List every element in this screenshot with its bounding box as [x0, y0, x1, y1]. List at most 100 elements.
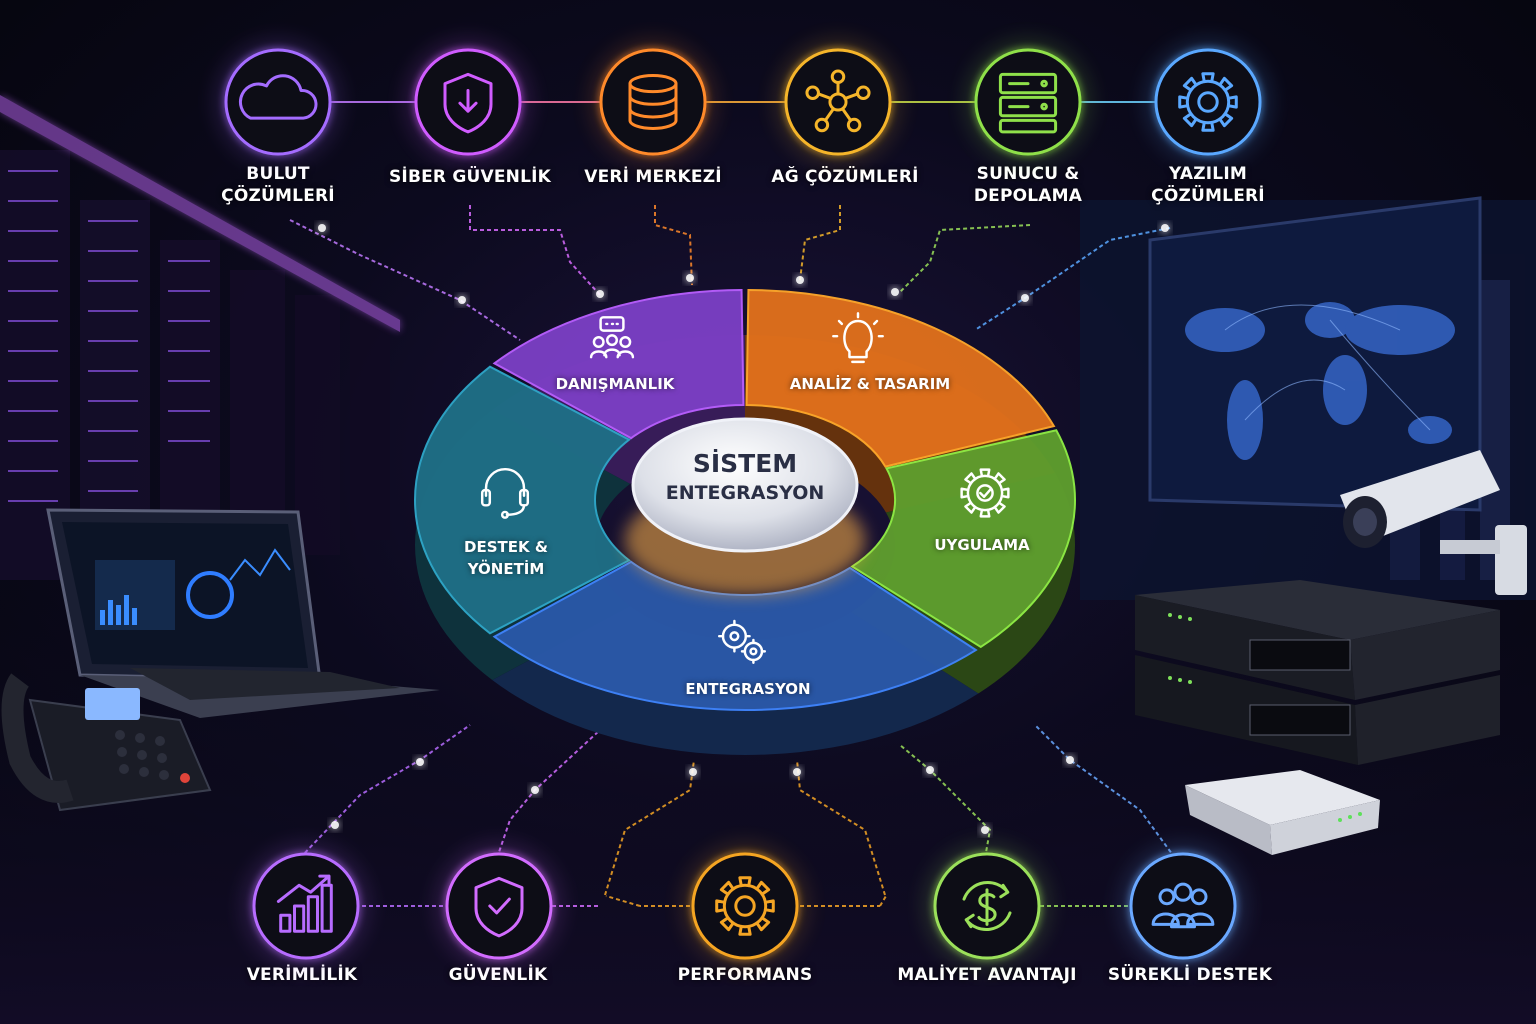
top-item-ring — [599, 48, 707, 156]
segment-label-destek: DESTEK & YÖNETİM — [464, 536, 548, 580]
bottom-item-glow — [245, 845, 367, 967]
wheel-segment — [850, 429, 1076, 649]
bottom-item-glow — [684, 845, 806, 967]
wifi-router — [1185, 770, 1380, 855]
top-item-glow — [407, 41, 529, 163]
segment-label-analiz: ANALİZ & TASARIM — [789, 375, 951, 393]
bottom-item-ring — [691, 852, 799, 960]
wheel-segment — [492, 289, 745, 440]
connector-node — [416, 758, 424, 766]
lightbulb-icon — [832, 312, 884, 364]
top-item-glow — [1147, 41, 1269, 163]
connector-node — [891, 288, 899, 296]
top-item-label-line1: AĞ ÇÖZÜMLERİ — [771, 167, 919, 187]
top-item-veri: VERİ MERKEZİ — [584, 166, 722, 188]
gear-icon — [1178, 72, 1238, 132]
top-item-glow — [967, 41, 1089, 163]
dollar-cycle-icon — [962, 881, 1012, 931]
bottom-item-performans: PERFORMANS — [677, 965, 813, 985]
connector-line — [974, 227, 1171, 331]
connector-line — [469, 205, 601, 296]
connector-node — [689, 768, 697, 776]
segment-label-entegrasyon: ENTEGRASYON — [685, 680, 811, 698]
top-item-ring — [224, 48, 332, 156]
meeting-icon — [589, 316, 635, 359]
connector-line — [879, 895, 887, 907]
connector-line — [796, 759, 886, 896]
top-item-glow — [777, 41, 899, 163]
server-icon — [998, 72, 1058, 134]
center-hub — [631, 417, 859, 553]
shield-icon — [443, 72, 493, 134]
gears-icon — [717, 619, 767, 665]
top-item-bulut: BULUT ÇÖZÜMLERİ — [221, 163, 335, 207]
team-icon — [1151, 882, 1215, 929]
bottom-item-verimlilik: VERİMLİLİK — [246, 965, 358, 985]
network-switches — [1135, 580, 1500, 765]
top-item-label-line1: VERİ MERKEZİ — [584, 167, 722, 187]
bottom-item-ring — [252, 852, 360, 960]
top-item-sunucu: SUNUCU & DEPOLAMA — [974, 163, 1082, 207]
laptop — [46, 508, 440, 718]
connector-line — [299, 724, 471, 859]
top-item-ring — [1154, 48, 1262, 156]
top-item-label-line1: SUNUCU & — [976, 164, 1080, 184]
connector-node — [596, 290, 604, 298]
center-title-line2: ENTEGRASYON — [665, 482, 825, 504]
bottom-item-ring — [445, 852, 553, 960]
security-camera — [1340, 450, 1527, 595]
top-item-ag: AĞ ÇÖZÜMLERİ — [771, 166, 918, 188]
shield-check-icon — [474, 876, 524, 938]
connector-line — [899, 744, 992, 859]
connector-node — [796, 276, 804, 284]
top-item-label-line2: DEPOLAMA — [973, 186, 1083, 206]
bottom-item-glow — [1122, 845, 1244, 967]
top-item-label-line2: ÇÖZÜMLERİ — [221, 186, 335, 206]
cloud-icon — [239, 74, 318, 120]
wheel-segment — [414, 365, 631, 635]
top-item-glow — [592, 41, 714, 163]
connector-node — [458, 296, 466, 304]
bottom-item-ring — [1129, 852, 1237, 960]
connector-line — [605, 895, 641, 907]
connector-node — [1066, 756, 1074, 764]
top-item-glow — [217, 41, 339, 163]
top-item-label-line1: SİBER GÜVENLİK — [388, 167, 552, 187]
top-item-label-line2: ÇÖZÜMLERİ — [1151, 186, 1265, 206]
connector-node — [686, 274, 694, 282]
gear-check-icon — [960, 468, 1010, 518]
wheel-segment — [745, 289, 1056, 468]
top-item-label-line1: BULUT — [246, 164, 310, 184]
segment-label-line2: YÖNETİM — [467, 560, 545, 578]
connector-line — [899, 224, 1031, 293]
connector-node — [926, 766, 934, 774]
headset-icon — [480, 468, 530, 519]
growth-chart-icon — [276, 874, 333, 933]
top-item-siber: SİBER GÜVENLİK — [389, 166, 551, 188]
connector-line — [496, 729, 601, 859]
connector-line — [289, 219, 521, 341]
segment-label-danismanlik: DANIŞMANLIK — [555, 375, 675, 393]
bottom-item-glow — [438, 845, 560, 967]
connector-node — [331, 821, 339, 829]
bottom-item-maliyet: MALİYET AVANTAJI — [897, 965, 1077, 985]
center-title-line1: SİSTEM — [692, 449, 798, 478]
connector-node — [793, 768, 801, 776]
connector-node — [1021, 294, 1029, 302]
desk-phone — [1, 673, 212, 812]
connector-line — [604, 759, 695, 896]
top-item-ring — [974, 48, 1082, 156]
connector-node — [531, 786, 539, 794]
bottom-item-surekli: SÜREKLİ DESTEK — [1107, 965, 1273, 985]
database-icon — [628, 74, 678, 130]
segment-label-line1: DESTEK & — [464, 538, 548, 556]
network-icon — [805, 69, 871, 133]
bottom-item-glow — [926, 845, 1048, 967]
connector-line — [1034, 724, 1176, 859]
segment-label-uygulama: UYGULAMA — [934, 536, 1030, 554]
connector-node — [981, 826, 989, 834]
center-title: SİSTEM ENTEGRASYON — [666, 448, 825, 506]
